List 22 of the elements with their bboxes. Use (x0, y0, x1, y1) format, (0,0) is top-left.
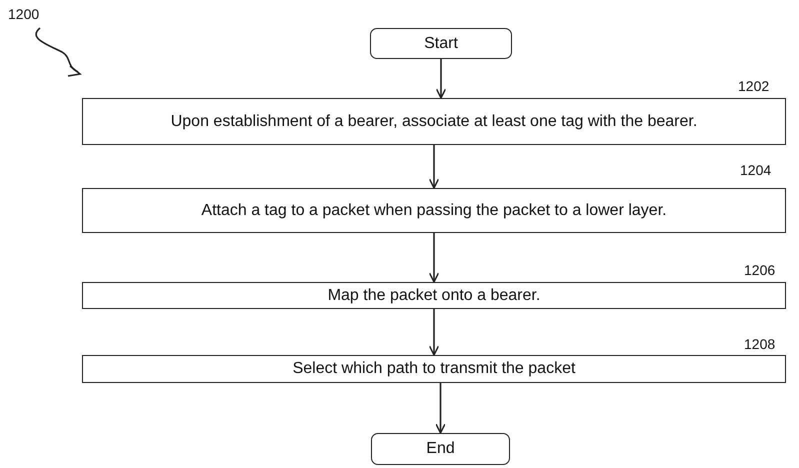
step-number: 1204 (740, 162, 772, 178)
arrow (428, 145, 440, 189)
terminal-box (371, 433, 510, 465)
step-text: Attach a tag to a packet when passing the packet to a lower layer. (201, 200, 667, 220)
arrow (428, 309, 440, 356)
process-box (82, 188, 786, 233)
arrow (435, 383, 446, 434)
step-text: Upon establishment of a bearer, associate at least one tag with the bearer. (170, 112, 698, 132)
process-box (82, 355, 786, 383)
process-box (82, 98, 786, 145)
terminal-box (370, 28, 512, 59)
arrow (436, 59, 446, 99)
terminal-label: End (426, 439, 455, 459)
terminal-label: Start (424, 34, 458, 54)
step-number: 1202 (738, 78, 770, 94)
step-text: Map the packet onto a bearer. (328, 286, 540, 306)
process-box (82, 282, 786, 309)
step-number: 1206 (744, 262, 776, 278)
step-number: 1208 (744, 336, 776, 352)
arrow (428, 233, 440, 283)
reference-number: 1200 (8, 6, 40, 22)
step-text: Select which path to transmit the packet (292, 359, 576, 379)
